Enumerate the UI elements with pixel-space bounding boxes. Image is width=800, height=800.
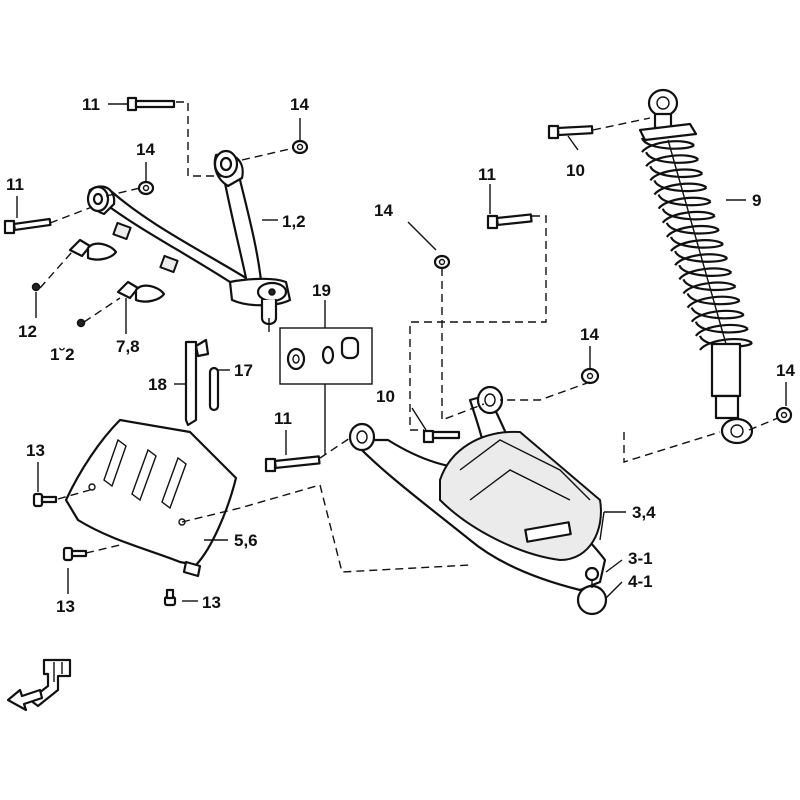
upper-arm-bolt-11-left[interactable] — [3, 217, 52, 235]
callout-4-1: 4-1 — [628, 572, 653, 591]
callout-7-8: 7,8 — [116, 337, 140, 356]
callout-14-top: 14 — [290, 95, 309, 114]
bushing-kit-19[interactable] — [279, 327, 373, 385]
callout-14-mid: 14 — [374, 201, 393, 220]
bracket-18[interactable] — [184, 338, 210, 427]
callout-18: 18 — [148, 375, 167, 394]
upper-arm-bolt-11-top[interactable] — [126, 96, 176, 112]
callout-9: 9 — [752, 191, 761, 210]
callout-11-mid: 11 — [274, 409, 292, 428]
spring-coil-back — [670, 239, 724, 252]
spring-coil-back — [653, 182, 708, 196]
spring-coil-back — [686, 295, 741, 309]
spring-coil-front — [657, 193, 712, 207]
callout-13-b: 13 — [56, 597, 75, 616]
spring-coil-front — [653, 179, 708, 193]
callout-11-center: 11 — [478, 165, 496, 184]
lower-arm-nut-14-right[interactable] — [580, 367, 600, 385]
spring-coil-back — [665, 224, 720, 238]
callout-13-a: 13 — [26, 441, 45, 460]
spring-coil-front — [669, 236, 724, 249]
spring-coil-back — [682, 281, 737, 295]
coil-spring — [640, 137, 753, 351]
callout-3-4: 3,4 — [632, 503, 656, 522]
upper-a-arm[interactable] — [86, 149, 292, 332]
spring-coil-front — [665, 222, 720, 235]
callout-12-a: 12 — [18, 322, 37, 341]
spring-coil-front — [649, 165, 704, 179]
callout-12-b: 1˘2 — [50, 345, 75, 364]
screw-12-b[interactable] — [76, 318, 86, 328]
spring-coil-back — [661, 210, 716, 224]
spring-coil-front — [682, 278, 737, 292]
spring-coil-front — [678, 264, 733, 277]
callout-3-1: 3-1 — [628, 549, 653, 568]
spring-coil-back — [645, 154, 699, 168]
spring-coil-back — [690, 309, 745, 323]
upper-arm-nut-14-left[interactable] — [137, 180, 155, 196]
lower-arm-bolt-10[interactable] — [422, 429, 461, 444]
callout-14-left: 14 — [136, 140, 155, 159]
assembly-dashed-lines — [39, 101, 779, 573]
spring-coil-front — [674, 250, 729, 263]
pin-17[interactable] — [208, 366, 220, 412]
screw-13-a[interactable] — [32, 492, 58, 508]
shock-rod — [667, 139, 727, 345]
spring-coil-back — [657, 196, 712, 210]
spring-coil-front — [694, 321, 749, 334]
spring-coil-front — [690, 306, 745, 320]
callout-13-c: 13 — [202, 593, 221, 612]
callout-14-far-right: 14 — [776, 361, 795, 380]
callout-17: 17 — [234, 361, 253, 380]
front-arrow-icon — [6, 658, 72, 712]
leader-lines — [16, 103, 787, 602]
shock-bolt-10[interactable] — [547, 124, 594, 140]
screw-13-b[interactable] — [62, 546, 88, 562]
callout-14-right: 14 — [580, 325, 599, 344]
callout-5-6: 5,6 — [234, 531, 258, 550]
screw-13-c[interactable] — [163, 588, 177, 607]
lower-a-arm[interactable] — [348, 385, 608, 616]
callout-10-mid: 10 — [376, 387, 395, 406]
spring-coil-back — [649, 168, 704, 182]
shock-absorber[interactable] — [638, 88, 754, 445]
spring-coil-front — [645, 151, 700, 164]
clamp-7-8[interactable] — [68, 238, 166, 303]
spring-coil-front — [686, 292, 741, 306]
arm-guard-plate[interactable] — [64, 418, 238, 578]
spring-coil-back — [694, 323, 749, 337]
lower-arm-nut-14-mid[interactable] — [433, 254, 451, 270]
lower-arm-bolt-11[interactable] — [264, 455, 321, 473]
screw-12-a[interactable] — [31, 282, 41, 292]
callout-11-top: 11 — [82, 95, 100, 114]
spring-coil-back — [678, 267, 733, 281]
spring-coil-back — [674, 253, 728, 266]
lower-arm-bolt-11-center[interactable] — [486, 213, 533, 230]
callout-19: 19 — [312, 281, 331, 300]
spring-coil-front — [661, 208, 716, 221]
callout-10-top: 10 — [566, 161, 585, 180]
spring-coil-back — [699, 337, 753, 351]
callout-11-left: 11 — [6, 175, 24, 194]
spring-coil-front — [640, 137, 695, 150]
shock-nut-14-far-right[interactable] — [775, 406, 793, 424]
spring-coil-back — [641, 140, 695, 153]
callout-1-2: 1,2 — [282, 212, 306, 231]
upper-arm-nut-14-top[interactable] — [291, 139, 309, 155]
